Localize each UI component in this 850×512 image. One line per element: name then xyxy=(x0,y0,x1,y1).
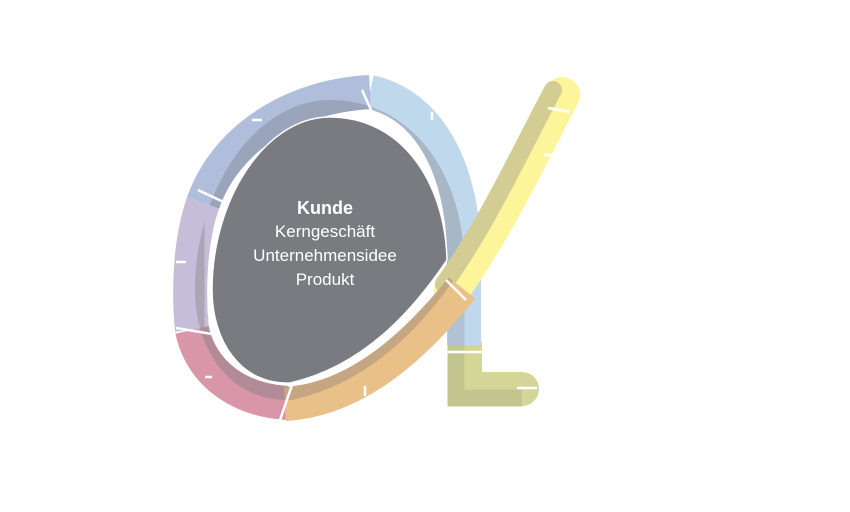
segment-separators xyxy=(175,89,571,421)
center-blob xyxy=(211,116,448,384)
yellow-segment xyxy=(434,77,580,308)
center-title: Kunde xyxy=(297,198,353,218)
orange-segment xyxy=(283,277,476,421)
center-line-unternehmensidee: Unternehmensidee xyxy=(253,246,397,265)
lavender-segment xyxy=(173,197,220,332)
center-line-kerngeschaeft: Kerngeschäft xyxy=(274,222,376,241)
pink-segment xyxy=(175,325,289,420)
top-blue-segment xyxy=(186,75,372,210)
center-line-produkt: Produkt xyxy=(295,270,355,289)
green-l-segment xyxy=(447,328,539,407)
